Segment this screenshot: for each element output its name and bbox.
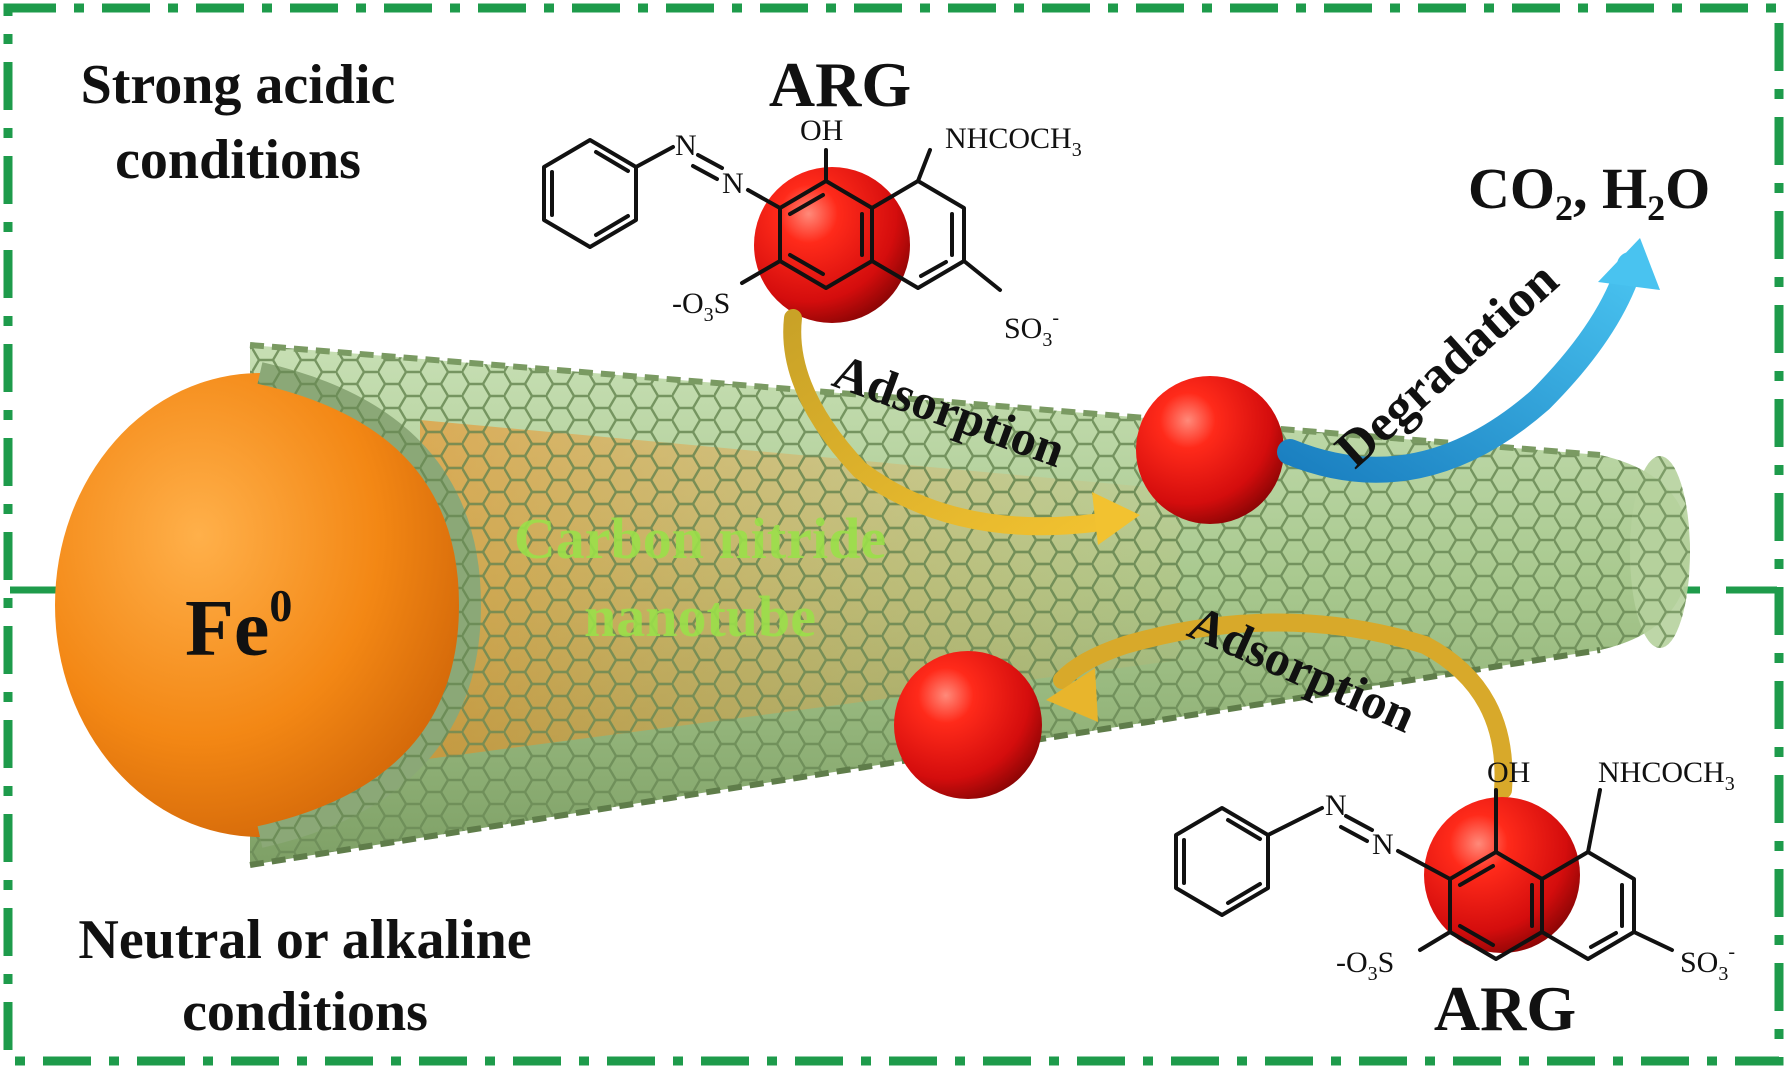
arg-name-top: ARG (769, 49, 911, 120)
products-label: CO2, H2O (1468, 156, 1710, 228)
dye-sphere-adsorbed-top (1136, 376, 1284, 524)
top-condition-label-line1: Strong acidic (81, 54, 396, 116)
nanotube-label-line2: nanotube (584, 584, 816, 649)
svg-text:SO3-: SO3- (1680, 941, 1735, 985)
svg-text:SO3-: SO3- (1004, 307, 1059, 351)
top-condition-label-line2: conditions (115, 129, 361, 191)
svg-text:OH: OH (800, 114, 843, 147)
svg-text:N: N (675, 129, 697, 162)
svg-text:-O3S: -O3S (1336, 946, 1394, 985)
dye-sphere-top (754, 167, 910, 323)
bottom-condition-label-line1: Neutral or alkaline (78, 909, 531, 971)
nanotube-label-line1: Carbon nitride (514, 506, 886, 571)
svg-text:NHCOCH3: NHCOCH3 (1598, 756, 1735, 795)
arg-molecule-bottom: N N OH NHCOCH3 -O3S SO3- ARG (1176, 756, 1735, 1044)
dye-sphere-bottom (1424, 797, 1580, 953)
dye-sphere-adsorbed-bottom (894, 651, 1042, 799)
bottom-condition-label-line2: conditions (182, 981, 428, 1043)
svg-text:N: N (1325, 789, 1347, 822)
svg-text:-O3S: -O3S (672, 287, 730, 326)
phenyl-ring-top (544, 140, 636, 247)
svg-text:N: N (1372, 828, 1394, 861)
svg-text:NHCOCH3: NHCOCH3 (945, 122, 1082, 161)
svg-text:N: N (722, 167, 744, 200)
arg-molecule-top: ARG N N OH NHCOCH3 (544, 49, 1082, 351)
phenyl-ring-bottom (1176, 808, 1268, 915)
arg-name-bottom: ARG (1434, 973, 1576, 1044)
svg-text:OH: OH (1487, 756, 1530, 789)
